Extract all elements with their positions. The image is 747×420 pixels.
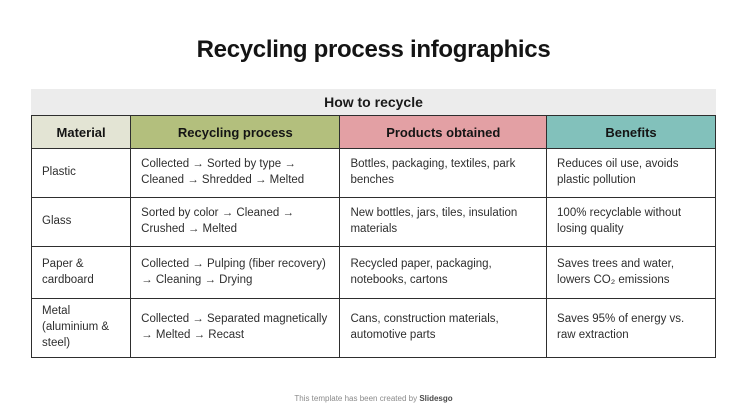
- cell-benefits: Saves trees and water, lowers CO₂ emissi…: [546, 246, 716, 299]
- cell-process: Sorted by color → Cleaned → Crushed → Me…: [130, 197, 341, 247]
- cell-process: Collected → Sorted by type → Cleaned → S…: [130, 148, 341, 198]
- table-header-row: Material Recycling process Products obta…: [30, 115, 716, 149]
- cell-benefits: Reduces oil use, avoids plastic pollutio…: [546, 148, 716, 198]
- cell-material: Glass: [30, 197, 132, 247]
- credit-line: This template has been created by Slides…: [0, 394, 747, 403]
- credit-text: This template has been created by: [294, 394, 420, 403]
- column-header-material: Material: [30, 115, 132, 149]
- cell-products: Bottles, packaging, textiles, park bench…: [339, 148, 548, 198]
- cell-benefits: 100% recyclable without losing quality: [546, 197, 716, 247]
- column-header-benefits: Benefits: [546, 115, 716, 149]
- page-title: Recycling process infographics: [196, 36, 551, 63]
- cell-benefits: Saves 95% of energy vs. raw extraction: [546, 298, 716, 358]
- cell-products: Cans, construction materials, automotive…: [339, 298, 548, 358]
- table-row-plastic: Plastic Collected → Sorted by type → Cle…: [30, 148, 716, 198]
- credit-brand: Slidesgo: [419, 394, 453, 403]
- column-header-products: Products obtained: [339, 115, 548, 149]
- cell-products: New bottles, jars, tiles, insulation mat…: [339, 197, 548, 247]
- section-header: How to recycle: [31, 89, 716, 115]
- recycling-table: Material Recycling process Products obta…: [30, 115, 716, 358]
- table-row-glass: Glass Sorted by color → Cleaned → Crushe…: [30, 197, 716, 247]
- cell-process: Collected → Separated magnetically → Mel…: [130, 298, 341, 358]
- table-row-metal: Metal (aluminium & steel) Collected → Se…: [30, 298, 716, 358]
- table-row-paper-cardboard: Paper & cardboard Collected → Pulping (f…: [30, 246, 716, 299]
- cell-process: Collected → Pulping (fiber recovery) → C…: [130, 246, 341, 299]
- cell-material: Paper & cardboard: [30, 246, 132, 299]
- cell-material: Metal (aluminium & steel): [30, 298, 132, 358]
- column-header-process: Recycling process: [130, 115, 341, 149]
- cell-material: Plastic: [30, 148, 132, 198]
- cell-products: Recycled paper, packaging, notebooks, ca…: [339, 246, 548, 299]
